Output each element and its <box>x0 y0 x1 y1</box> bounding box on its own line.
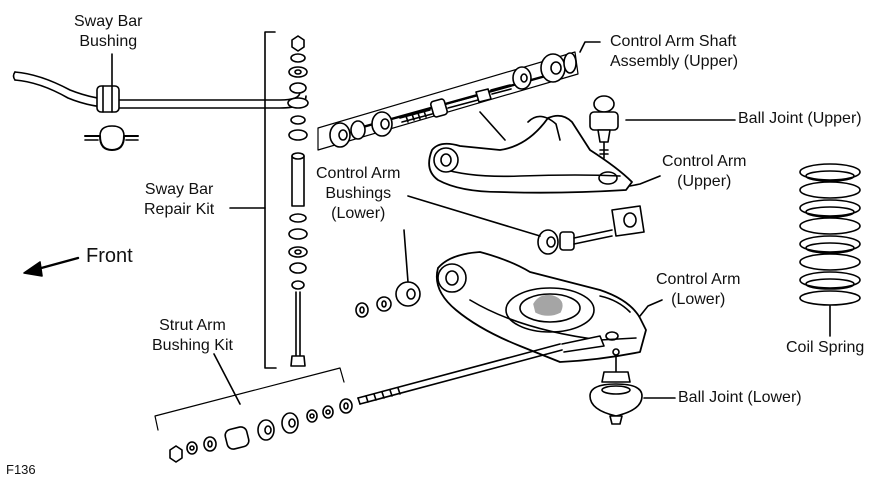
label-sway-bar-repair-kit-line-2: Repair Kit <box>144 201 215 218</box>
label-coil-spring: Coil Spring <box>786 339 865 356</box>
label-sway-bar-bushing-line-1: Sway Bar <box>74 13 143 30</box>
strut-arm-bushing-kit-bracket <box>154 353 345 431</box>
label-control-arm-bushings-lower: Control Arm Bushings (Lower) <box>316 164 400 224</box>
label-strut-arm-bushing-kit-line-1: Strut Arm <box>159 317 226 334</box>
label-sway-bar-bushing-line-2: Bushing <box>79 33 138 50</box>
control-arm-lower <box>435 251 647 363</box>
figure-id: F136 <box>6 462 36 477</box>
label-control-arm-bushings-line-3: (Lower) <box>331 205 386 222</box>
label-control-arm-bushings-line-2: Bushings <box>325 185 392 202</box>
sway-bar <box>12 71 307 109</box>
label-control-arm-lower: Control Arm (Lower) <box>656 270 740 310</box>
sway-bar-bushing-bracket <box>84 125 139 151</box>
label-control-arm-bushings-line-1: Control Arm <box>316 165 401 182</box>
coil-spring <box>799 163 861 306</box>
lower-arm-bushings <box>355 205 645 318</box>
leader-control-arm-lower <box>639 299 663 317</box>
sway-bar-bushing <box>96 85 120 113</box>
label-control-arm-shaft-line-2: Assembly (Upper) <box>610 53 739 70</box>
front-arrow <box>23 256 80 277</box>
label-strut-arm-bushing-kit-line-2: Bushing Kit <box>152 337 233 354</box>
label-ball-joint-upper: Ball Joint (Upper) <box>738 110 862 127</box>
label-sway-bar-repair-kit-line-1: Sway Bar <box>144 181 214 198</box>
label-control-arm-upper-line-2: (Upper) <box>677 173 732 190</box>
label-control-arm-upper-line-1: Control Arm <box>662 153 747 170</box>
leaders-control-arm-bushings <box>403 195 541 283</box>
label-sway-bar-repair-kit: Sway Bar Repair Kit <box>144 180 214 220</box>
leader-control-arm-upper <box>629 175 661 187</box>
control-arm-upper <box>428 111 633 194</box>
ball-joint-lower <box>589 348 643 425</box>
sway-bar-repair-kit-bracket <box>229 31 277 369</box>
strut-arm-rod <box>357 335 605 405</box>
label-control-arm-shaft-upper: Control Arm Shaft Assembly (Upper) <box>610 32 738 72</box>
label-control-arm-lower-line-1: Control Arm <box>656 271 741 288</box>
label-ball-joint-lower: Ball Joint (Lower) <box>678 389 802 406</box>
strut-arm-bushing-kit-parts <box>169 398 353 463</box>
label-sway-bar-bushing: Sway Bar Bushing <box>74 12 142 52</box>
label-control-arm-lower-line-2: (Lower) <box>671 291 726 308</box>
control-arm-shaft-upper <box>317 51 579 151</box>
label-control-arm-shaft-line-1: Control Arm Shaft <box>610 33 737 50</box>
sway-bar-repair-kit-stack <box>287 35 309 367</box>
label-strut-arm-bushing-kit: Strut Arm Bushing Kit <box>152 316 233 356</box>
label-control-arm-upper: Control Arm (Upper) <box>662 152 746 192</box>
ball-joint-upper <box>589 95 619 159</box>
label-front: Front <box>86 245 133 267</box>
leader-control-arm-shaft <box>579 41 601 53</box>
